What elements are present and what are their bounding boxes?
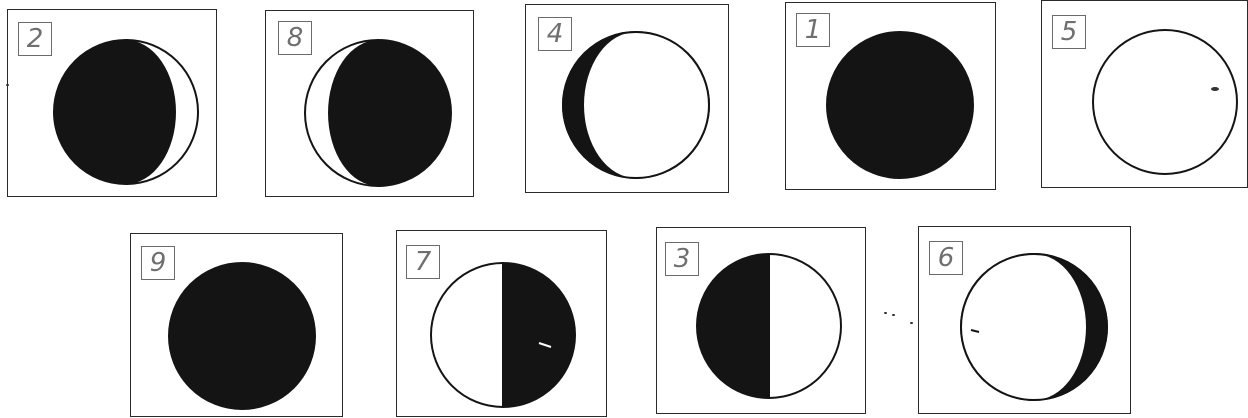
scan-speck bbox=[892, 314, 895, 316]
phase-card[interactable]: 7 bbox=[396, 230, 607, 417]
scan-speck bbox=[6, 84, 9, 86]
phase-card[interactable]: 3 bbox=[656, 227, 866, 414]
moon-waxing-gibbous-icon bbox=[919, 227, 1132, 415]
phase-card[interactable]: 9 bbox=[130, 233, 343, 417]
moon-full-moon-icon bbox=[1042, 1, 1248, 189]
phase-card[interactable]: 5 bbox=[1041, 0, 1248, 188]
moon-waxing-crescent-icon bbox=[266, 11, 475, 198]
moon-first-quarter-icon bbox=[397, 231, 608, 418]
moon-new-moon-icon bbox=[786, 3, 997, 191]
phase-card[interactable]: 1 bbox=[785, 2, 996, 190]
scan-speck bbox=[884, 312, 887, 314]
moon-waning-gibbous-icon bbox=[526, 5, 730, 194]
moon-waning-crescent-icon bbox=[8, 10, 218, 198]
moon-last-quarter-icon bbox=[657, 228, 867, 415]
phase-card[interactable]: 4 bbox=[525, 4, 729, 193]
phase-card[interactable]: 2 bbox=[7, 9, 217, 197]
moon-new-moon-icon bbox=[131, 234, 344, 418]
phase-card[interactable]: 8 bbox=[265, 10, 474, 197]
phase-card[interactable]: 6 bbox=[918, 226, 1131, 414]
scan-speck bbox=[910, 322, 913, 324]
